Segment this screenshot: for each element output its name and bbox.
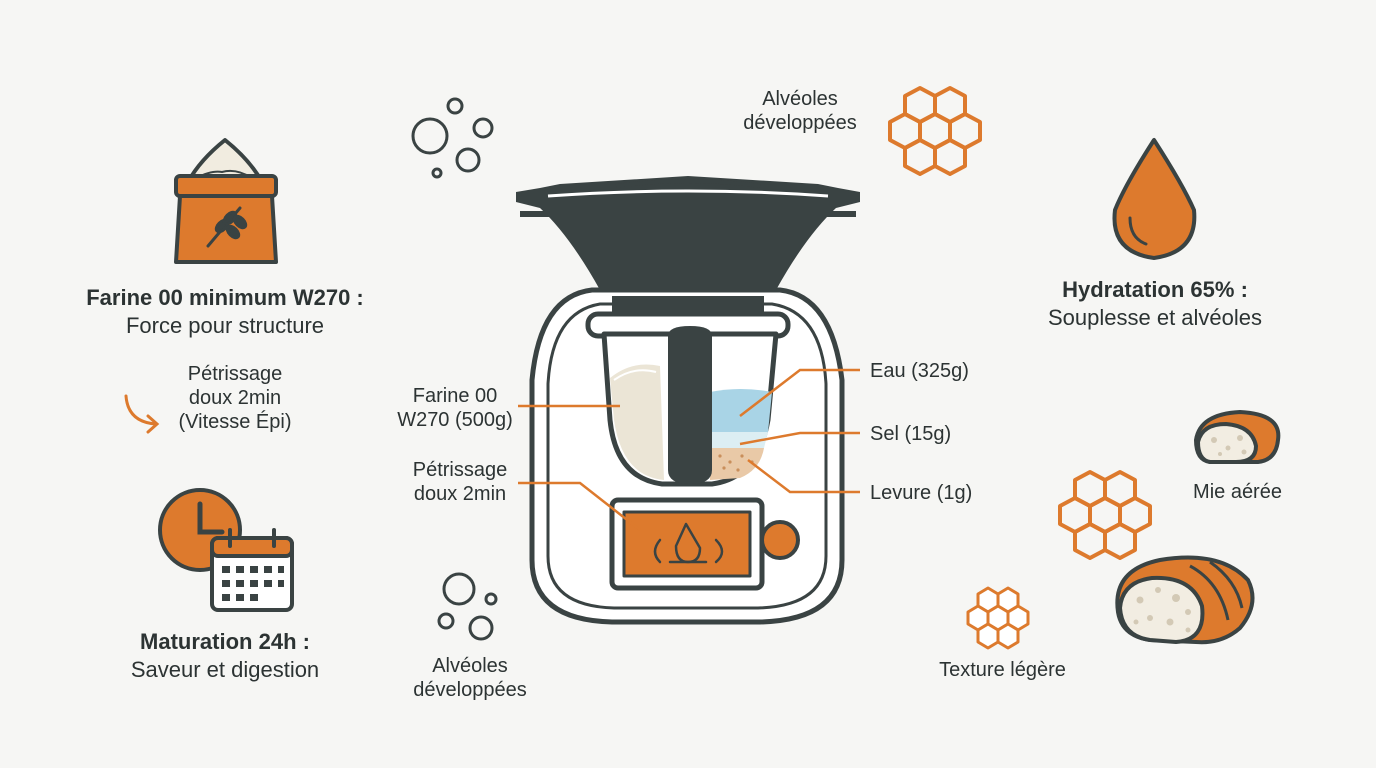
callout-flour-line2: W270 (500g) <box>397 409 513 431</box>
kneading-line3: (Vitesse Épi) <box>178 411 292 433</box>
top-alveoles-label: Alvéoles développées <box>740 87 860 135</box>
bread-slice-icon <box>1194 410 1281 464</box>
maturation-subtitle: Saveur et digestion <box>130 657 320 682</box>
clock-calendar-icon <box>158 488 294 612</box>
top-alveoles-line2: développées <box>743 112 857 134</box>
thermomix-icon <box>516 176 860 625</box>
bread-loaf-icon <box>1115 555 1255 645</box>
hydration-title: Hydratation 65% : <box>1062 277 1248 302</box>
maturation-title: Maturation 24h : <box>140 629 310 654</box>
honeycomb-texture-icon <box>966 586 1030 650</box>
bottom-alveoles-label: Alvéoles développées <box>400 654 540 702</box>
kneading-line2: doux 2min <box>188 387 282 409</box>
callout-knead-line2: doux 2min <box>413 483 507 505</box>
curved-arrow-icon <box>124 394 160 434</box>
callout-lines <box>518 368 860 531</box>
bottom-alveoles-line2: développées <box>413 679 527 701</box>
callout-flour-label: Farine 00 W270 (500g) <box>390 384 520 432</box>
flour-subtitle: Force pour structure <box>125 313 325 338</box>
kneading-section: Pétrissage doux 2min (Vitesse Épi) <box>160 362 310 434</box>
hydration-subtitle: Souplesse et alvéoles <box>1047 305 1263 330</box>
hydration-section: Hydratation 65% : Souplesse et alvéoles <box>1020 276 1290 332</box>
callout-knead-line1: Pétrissage <box>412 459 508 481</box>
kneading-line1: Pétrissage <box>187 363 283 385</box>
bubbles-icon <box>411 97 494 179</box>
water-drop-icon <box>1112 138 1197 260</box>
callout-yeast-label: Levure (1g) <box>870 482 973 504</box>
bottom-alveoles-line1: Alvéoles <box>432 655 508 677</box>
honeycomb-icon <box>888 86 982 176</box>
top-alveoles-line1: Alvéoles <box>762 88 838 110</box>
flour-title: Farine 00 minimum W270 : <box>86 285 364 310</box>
callout-knead-label: Pétrissage doux 2min <box>400 458 520 506</box>
flour-section: Farine 00 minimum W270 : Force pour stru… <box>60 284 390 340</box>
texture-label: Texture légère <box>939 659 1066 681</box>
callout-water-label: Eau (325g) <box>870 360 969 382</box>
flour-sack-icon <box>174 138 278 264</box>
callout-flour-line1: Farine 00 <box>412 385 498 407</box>
crumb-label: Mie aérée <box>1193 481 1282 503</box>
maturation-section: Maturation 24h : Saveur et digestion <box>90 628 360 684</box>
honeycomb-icon <box>1058 470 1152 560</box>
bubbles-icon <box>437 572 498 641</box>
callout-salt-label: Sel (15g) <box>870 423 952 445</box>
